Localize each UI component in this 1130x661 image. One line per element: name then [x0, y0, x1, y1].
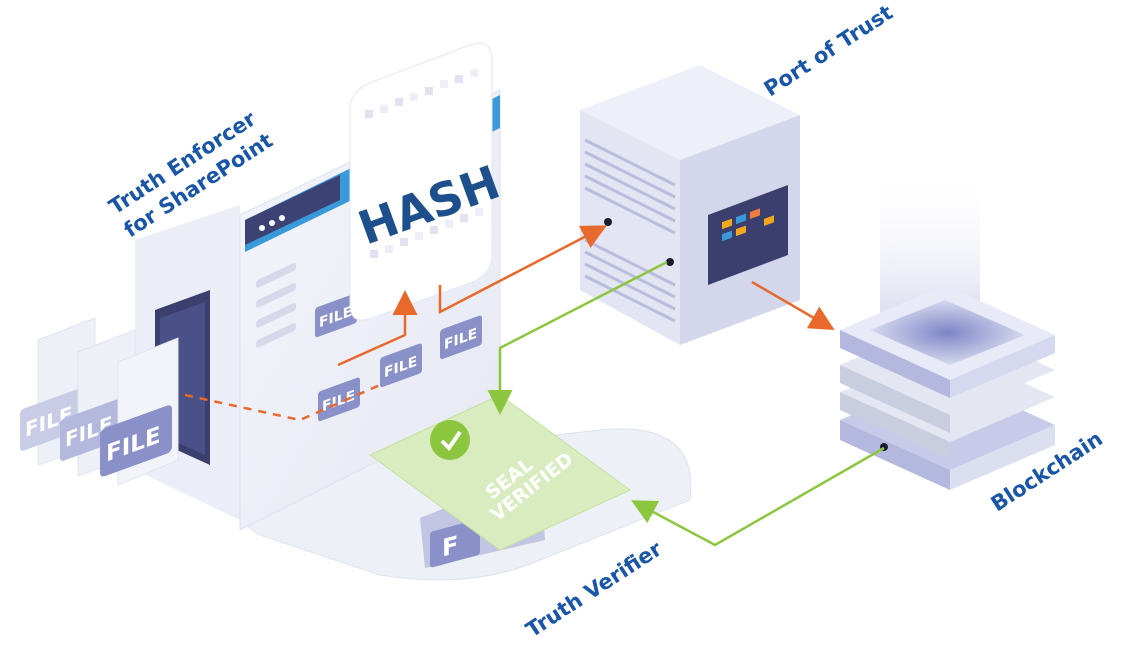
port-of-trust-label: Port of Trust — [760, 0, 897, 101]
check-icon-mark — [440, 430, 462, 452]
blockchain-stack — [840, 170, 1055, 490]
file-tile-partial: F — [430, 519, 480, 568]
hash-card: HASH — [349, 42, 507, 321]
file-tile-short-label: F — [442, 530, 458, 563]
main-input-file: FILE — [100, 405, 172, 477]
verify-flow-arrows — [487, 260, 885, 547]
input-file-stack: FILE FILE FILE — [20, 317, 179, 486]
file-tile: FILE — [440, 315, 482, 360]
port-of-trust-server — [580, 65, 800, 345]
hash-pattern — [365, 69, 483, 258]
seal-verified-card: F SEAL VERIFIED — [369, 394, 631, 568]
file-tile: FILE — [380, 343, 422, 388]
hash-flow-arrows — [184, 225, 835, 422]
check-icon — [430, 420, 470, 460]
file-tile: FILE — [318, 377, 360, 422]
